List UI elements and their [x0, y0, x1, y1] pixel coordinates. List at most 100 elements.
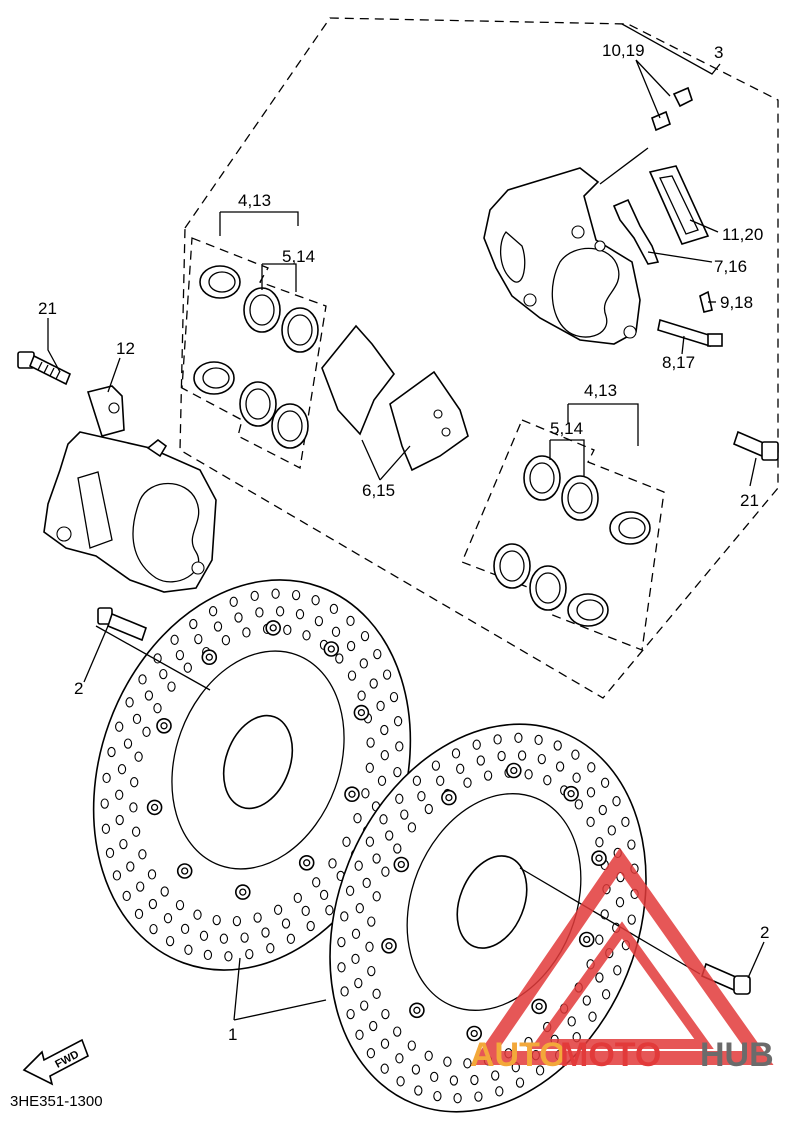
drill-hole — [142, 726, 151, 737]
drill-hole — [163, 913, 173, 924]
drill-hole — [245, 948, 254, 960]
drill-hole — [255, 607, 264, 618]
drill-hole — [393, 716, 403, 727]
drill-hole — [357, 690, 366, 701]
disc-float-button-center — [303, 859, 311, 867]
callout-2-right: 2 — [760, 923, 769, 942]
drill-hole — [159, 668, 168, 680]
disc-float-button-center — [445, 793, 453, 802]
drill-hole — [212, 914, 221, 926]
drill-hole — [345, 885, 355, 896]
disc-float-button — [578, 931, 595, 948]
drill-hole — [129, 802, 138, 813]
callout-5-14-bottom: 5,14 — [550, 419, 583, 438]
drill-hole — [115, 814, 124, 826]
drill-hole — [376, 700, 385, 712]
drill-hole — [346, 640, 356, 652]
drill-hole — [582, 995, 591, 1006]
drill-hole — [424, 1050, 433, 1061]
disc-float-button — [323, 641, 340, 657]
drill-hole — [571, 749, 580, 760]
drill-hole — [472, 739, 481, 750]
drill-hole — [367, 916, 376, 927]
disc-float-button — [563, 785, 579, 802]
right-disc-bolt — [701, 962, 751, 995]
drill-hole — [495, 1086, 504, 1097]
disc-float-button-center — [567, 790, 575, 798]
drill-hole — [180, 923, 190, 935]
disc-float-button-center — [357, 708, 366, 717]
drill-hole — [328, 858, 337, 869]
drill-hole — [373, 648, 382, 660]
right-caliper-bolt — [733, 430, 779, 461]
drill-hole — [355, 903, 364, 914]
drill-hole — [224, 951, 233, 962]
drill-hole — [232, 915, 242, 927]
drill-hole — [242, 627, 251, 638]
drill-hole — [194, 633, 203, 645]
drill-hole — [535, 1065, 545, 1076]
drill-hole — [365, 762, 374, 773]
drill-hole — [555, 761, 565, 772]
drill-hole — [112, 870, 122, 881]
drill-hole — [524, 769, 533, 780]
drill-hole — [470, 1074, 479, 1086]
disc-float-button — [176, 863, 193, 879]
callout-21-left: 21 — [38, 299, 57, 318]
drill-hole — [359, 658, 368, 669]
drill-hole — [250, 590, 259, 602]
drill-hole — [302, 630, 311, 641]
drill-hole — [621, 816, 630, 828]
drill-hole — [271, 588, 280, 599]
drill-hole — [134, 751, 143, 762]
drill-hole — [515, 1077, 525, 1088]
drill-hole — [132, 713, 142, 725]
disc-float-button — [466, 1025, 483, 1042]
drill-hole — [463, 777, 472, 788]
drill-hole — [337, 962, 346, 973]
drill-hole — [613, 965, 622, 976]
drill-hole — [130, 777, 139, 788]
pad-clip — [612, 198, 660, 265]
caliper-assembly-dashed-outline — [179, 17, 779, 699]
drill-hole — [100, 798, 109, 809]
drill-hole — [543, 775, 552, 786]
drill-hole — [497, 750, 506, 762]
drill-hole — [102, 772, 111, 784]
drill-hole — [586, 816, 595, 828]
drill-hole — [553, 740, 562, 751]
drill-hole — [183, 662, 192, 673]
drill-hole — [414, 1085, 423, 1096]
drill-hole — [627, 839, 636, 850]
drill-hole — [208, 606, 218, 617]
drill-hole — [382, 669, 392, 680]
drill-hole — [275, 606, 285, 617]
drill-hole — [319, 889, 329, 901]
drill-hole — [165, 935, 175, 947]
drill-hole — [431, 760, 441, 771]
drill-hole — [365, 941, 374, 952]
callout-4-13-top: 4,13 — [238, 191, 271, 210]
drill-hole — [537, 753, 546, 765]
drill-hole — [449, 1075, 459, 1086]
drill-hole — [400, 809, 409, 820]
disc-float-button-center — [269, 624, 277, 632]
drill-hole — [367, 965, 376, 977]
drill-hole — [199, 930, 209, 941]
drill-hole — [595, 837, 604, 848]
drill-hole — [369, 678, 378, 689]
drill-hole — [393, 766, 402, 778]
drill-hole — [476, 755, 485, 766]
disc-float-button-center — [150, 803, 159, 812]
drill-hole — [393, 1026, 402, 1037]
disc-float-button — [344, 786, 360, 803]
disc-float-button — [156, 717, 172, 734]
drill-hole — [126, 861, 135, 872]
drill-hole — [372, 891, 381, 902]
disc-float-button — [409, 1002, 425, 1019]
drill-hole — [221, 635, 231, 646]
automotohub-watermark-text: AUTO MOTO HUB — [470, 1036, 774, 1074]
drill-hole — [360, 1000, 369, 1011]
disc-float-button-center — [535, 1002, 543, 1011]
drill-hole — [353, 813, 362, 824]
